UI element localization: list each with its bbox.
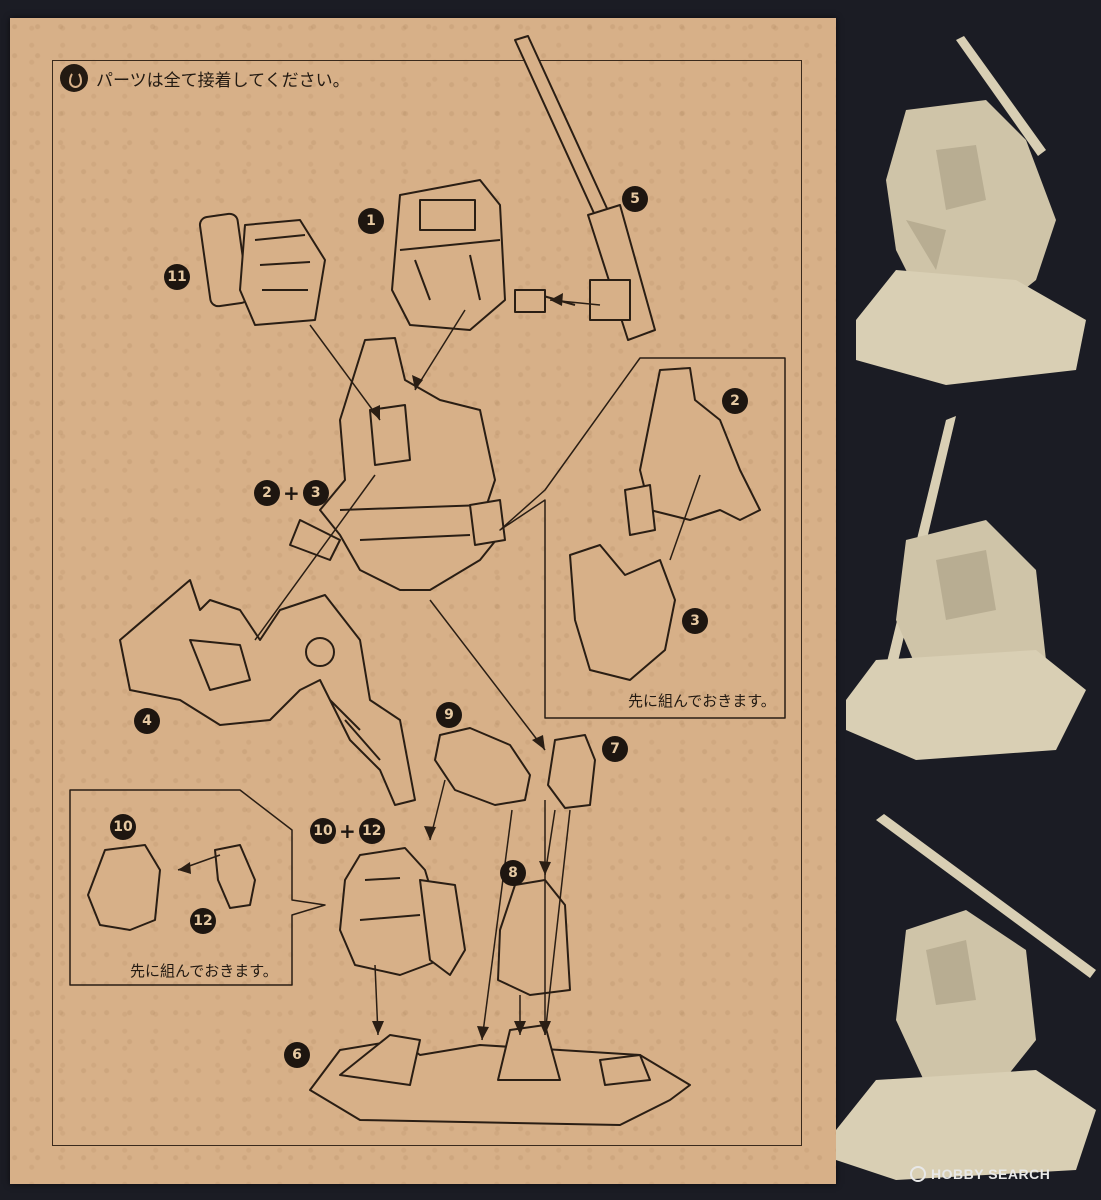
watermark: HOBBY SEARCH bbox=[910, 1166, 1050, 1182]
combo-part-3: 3 bbox=[302, 480, 329, 506]
glue-drop-icon bbox=[60, 64, 88, 92]
part-number-12: 12 bbox=[190, 908, 216, 934]
missile-pod-part bbox=[198, 212, 326, 326]
inset-arm-assembly bbox=[87, 844, 256, 931]
torso-combo-label: 2 + 3 bbox=[254, 480, 329, 506]
combo-part-12: 12 bbox=[358, 818, 385, 844]
backpack-part bbox=[391, 179, 546, 331]
torso-part bbox=[289, 337, 506, 591]
leg-block-part bbox=[497, 879, 571, 996]
shoulder-block-part bbox=[547, 734, 596, 809]
glue-notice-text: パーツは全て接着してください。 bbox=[96, 70, 350, 91]
preassembly-inset-torso bbox=[499, 357, 786, 719]
combo-part-2: 2 bbox=[254, 480, 280, 506]
arm-combo-label: 10 + 12 bbox=[310, 818, 385, 844]
watermark-text: HOBBY SEARCH bbox=[931, 1166, 1051, 1182]
part-number-8: 8 bbox=[500, 860, 526, 886]
product-photo-front bbox=[856, 36, 1086, 385]
product-photo-back bbox=[836, 814, 1096, 1180]
instruction-frame bbox=[52, 60, 802, 1146]
arrow-heads bbox=[178, 293, 563, 1040]
part-number-4: 4 bbox=[134, 708, 160, 734]
part-number-1: 1 bbox=[358, 208, 384, 234]
part-number-2: 2 bbox=[722, 388, 748, 414]
part-number-10: 10 bbox=[110, 814, 136, 840]
part-number-11: 11 bbox=[164, 264, 190, 290]
arm-part bbox=[339, 847, 466, 976]
part-number-5: 5 bbox=[622, 186, 648, 212]
preassemble-note-arm: 先に組んでおきます。 bbox=[130, 962, 278, 980]
base-part bbox=[309, 1024, 691, 1126]
part-number-7: 7 bbox=[602, 736, 628, 762]
product-photo-side bbox=[846, 416, 1086, 760]
cannon-part bbox=[514, 35, 656, 341]
shoulder-armor-part bbox=[434, 727, 531, 806]
combo-part-10: 10 bbox=[310, 818, 336, 844]
inset-torso-assembly bbox=[569, 367, 761, 681]
combo-plus: + bbox=[283, 481, 300, 505]
glue-notice: パーツは全て接着してください。 bbox=[60, 63, 350, 93]
preassembly-inset-arm bbox=[69, 789, 326, 986]
part-number-3: 3 bbox=[682, 608, 708, 634]
hobby-search-logo-icon bbox=[910, 1166, 926, 1182]
legs-part bbox=[119, 579, 416, 806]
part-number-9: 9 bbox=[436, 702, 462, 728]
assembly-arrows bbox=[177, 299, 701, 1041]
preassemble-note-torso: 先に組んでおきます。 bbox=[628, 692, 776, 710]
part-number-6: 6 bbox=[284, 1042, 310, 1068]
combo-plus: + bbox=[339, 819, 356, 843]
